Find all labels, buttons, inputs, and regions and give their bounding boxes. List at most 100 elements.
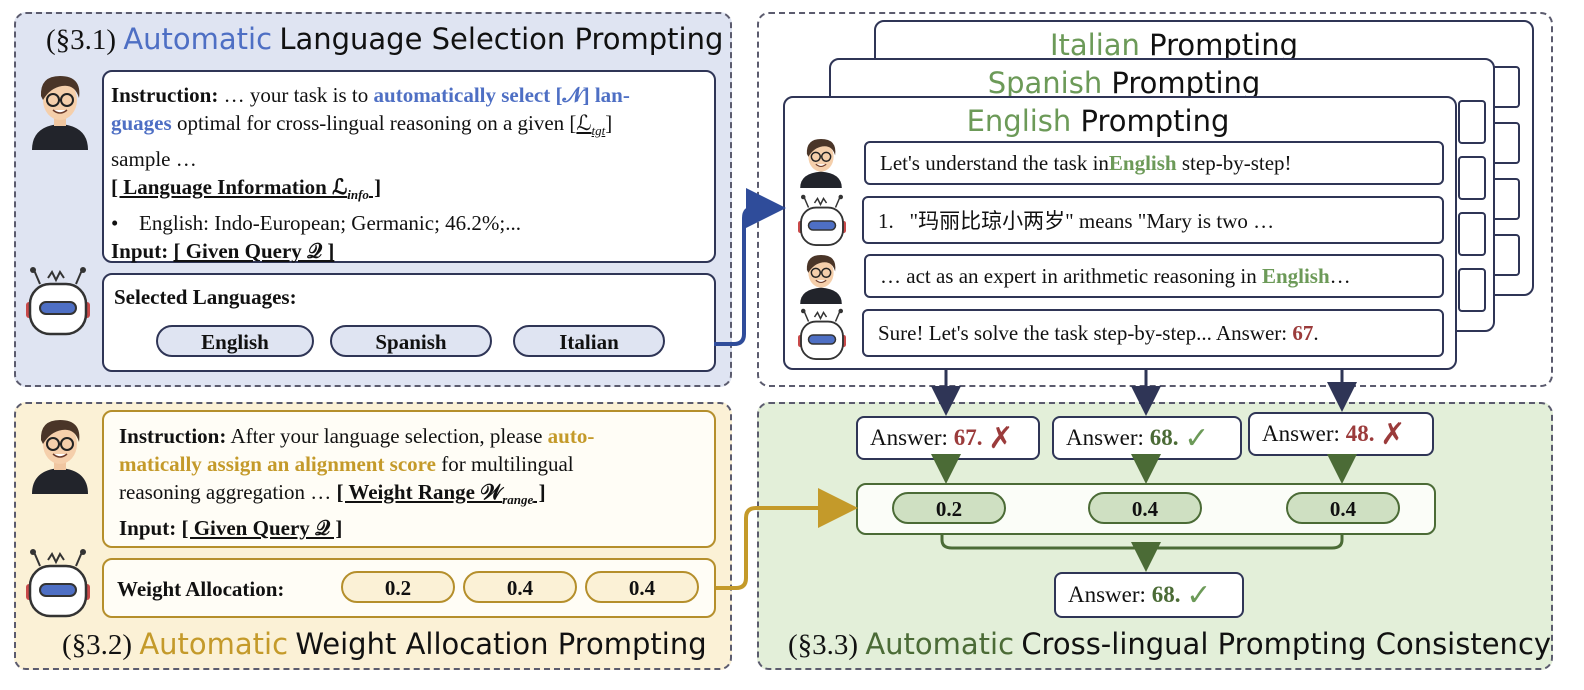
chat-text: step-by-step! — [1176, 150, 1292, 175]
card-title-spanish: Spanish Prompting — [829, 66, 1419, 100]
robot-avatar-icon — [793, 194, 851, 248]
cross-icon: ✗ — [988, 421, 1014, 455]
instruction-text-1: … your task is to — [223, 83, 369, 107]
chat-highlight: English — [1108, 150, 1177, 175]
robot-avatar-icon — [20, 266, 96, 338]
weight-instruction-text-3: reasoning aggregation … — [119, 480, 332, 504]
score-pill-3: 0.4 — [1286, 492, 1400, 524]
instruction-text-language: Instruction: … your task is to automatic… — [111, 81, 705, 265]
weight-input-value: [ Given Query 𝒬 ] — [181, 516, 343, 541]
answer-label: Answer: — [1066, 425, 1144, 450]
arrow-to-scores — [716, 488, 858, 590]
answer-value: 67 — [953, 425, 977, 450]
human-avatar-icon — [797, 136, 845, 188]
final-answer-label: Answer: — [1068, 582, 1146, 607]
section1-number: (§3.1) — [46, 24, 117, 56]
input-value: [ Given Query 𝒬 ] — [173, 239, 335, 264]
final-answer-value: 68 — [1151, 582, 1175, 607]
aggregation-bracket — [940, 535, 1344, 559]
human-avatar-icon — [28, 414, 92, 494]
language-info-close: ] — [368, 175, 382, 200]
instruction-text-weight: Instruction: After your language selecti… — [119, 422, 701, 542]
chat-bubble-4: Sure! Let's solve the task step-by-step.… — [862, 309, 1444, 357]
chat-highlight: 67 — [1292, 320, 1314, 345]
weight-instruction-label: Instruction: — [119, 424, 227, 448]
answer-label: Answer: — [1262, 421, 1340, 446]
language-info-line: English: Indo-European; Germanic; 46.2%;… — [139, 211, 521, 236]
score-pill-2: 0.4 — [1088, 492, 1202, 524]
selected-languages-label: Selected Languages: — [114, 285, 297, 309]
language-info-subscript: info — [347, 187, 369, 203]
target-language-symbol: ℒ — [576, 111, 592, 135]
instruction-highlight-1: automatically select [𝒩] lan- — [373, 83, 630, 107]
language-info-heading: [ Language Information ℒ — [111, 175, 348, 200]
chat-text: . — [1313, 320, 1319, 345]
instruction-box-weight — [102, 410, 716, 548]
chat-text: 1. "玛丽比琼小两岁" means "Mary is two … — [878, 209, 1275, 233]
section3-title: (§3.3) Automatic Cross-lingual Prompting… — [788, 627, 1551, 662]
section2-auto: Automatic — [139, 627, 289, 661]
chat-bubble-2: 1. "玛丽比琼小两岁" means "Mary is two … — [862, 196, 1444, 244]
section1-rest: Language Selection Prompting — [279, 22, 724, 56]
chat-text: … — [1329, 263, 1351, 288]
instruction-text-2: optimal for cross-lingual reasoning on a… — [176, 111, 577, 135]
weight-instruction-text-1: After your language selection, please — [230, 424, 543, 448]
weight-range-subscript: range — [502, 492, 534, 508]
answer-box-2: Answer: 68. ✓ — [1052, 416, 1242, 460]
card-lang-spanish: Spanish — [987, 66, 1103, 100]
instruction-text-3: sample … — [111, 147, 197, 172]
card-word-english: Prompting — [1080, 104, 1230, 138]
card-title-italian: Italian Prompting — [874, 28, 1474, 62]
section3-auto: Automatic — [865, 627, 1015, 661]
weight-range-close: ] — [533, 480, 546, 504]
weight-instruction-highlight-2: matically assign an alignment score — [119, 452, 436, 476]
final-answer-box: Answer: 68. ✓ — [1054, 572, 1244, 618]
weight-range-label: [ Weight Range 𝒲 — [336, 480, 503, 504]
score-pill-1: 0.2 — [892, 492, 1006, 524]
target-language-subscript: tgt — [591, 123, 606, 139]
cross-icon: ✗ — [1380, 417, 1406, 451]
input-label: Input: — [111, 239, 169, 264]
card-word-italian: Prompting — [1149, 28, 1299, 62]
check-icon: ✓ — [1186, 578, 1212, 612]
section2-rest: Weight Allocation Prompting — [295, 627, 707, 661]
chat-text: Sure! Let's solve the task step-by-step.… — [878, 320, 1293, 345]
answer-label: Answer: — [870, 425, 948, 450]
card-word-spanish: Prompting — [1111, 66, 1261, 100]
weight-input-label: Input: — [119, 516, 177, 541]
weight-pill-3: 0.4 — [585, 571, 699, 603]
chat-text: … act as an expert in arithmetic reasoni… — [880, 263, 1262, 288]
language-pill-italian: Italian — [513, 325, 665, 357]
language-pill-spanish: Spanish — [330, 325, 492, 357]
chat-text: Let's understand the task in — [880, 150, 1109, 175]
card-lang-italian: Italian — [1049, 28, 1140, 62]
instruction-highlight-2: guages — [111, 111, 172, 135]
weight-pill-1: 0.2 — [341, 571, 455, 603]
weight-instruction-text-2: for multilingual — [441, 452, 574, 476]
answer-value: 48 — [1345, 421, 1369, 446]
robot-avatar-icon — [793, 308, 851, 362]
bullet: • — [111, 211, 119, 236]
card-lang-english: English — [966, 104, 1072, 138]
weight-pill-2: 0.4 — [463, 571, 577, 603]
instruction-box-language — [102, 70, 716, 263]
card-title-english: English Prompting — [783, 104, 1413, 138]
weight-allocation-label: Weight Allocation: — [117, 577, 285, 601]
check-icon: ✓ — [1184, 421, 1210, 455]
answer-value: 68 — [1149, 425, 1173, 450]
section3-number: (§3.3) — [788, 629, 859, 661]
answer-box-1: Answer: 67. ✗ — [856, 416, 1040, 460]
chat-highlight: English — [1261, 263, 1330, 288]
robot-avatar-icon — [20, 548, 96, 620]
chat-bubble-3: … act as an expert in arithmetic reasoni… — [864, 254, 1444, 298]
section2-number: (§3.2) — [62, 629, 133, 661]
section1-auto: Automatic — [123, 22, 273, 56]
section3-rest: Cross-lingual Prompting Consistency — [1021, 627, 1552, 661]
language-pill-english: English — [156, 325, 314, 357]
instruction-label: Instruction: — [111, 83, 219, 107]
section1-title: (§3.1) Automatic Language Selection Prom… — [46, 22, 723, 57]
chat-bubble-1: Let's understand the task in English ste… — [864, 141, 1444, 185]
arrow-to-prompting — [714, 188, 786, 346]
human-avatar-icon — [28, 70, 92, 150]
